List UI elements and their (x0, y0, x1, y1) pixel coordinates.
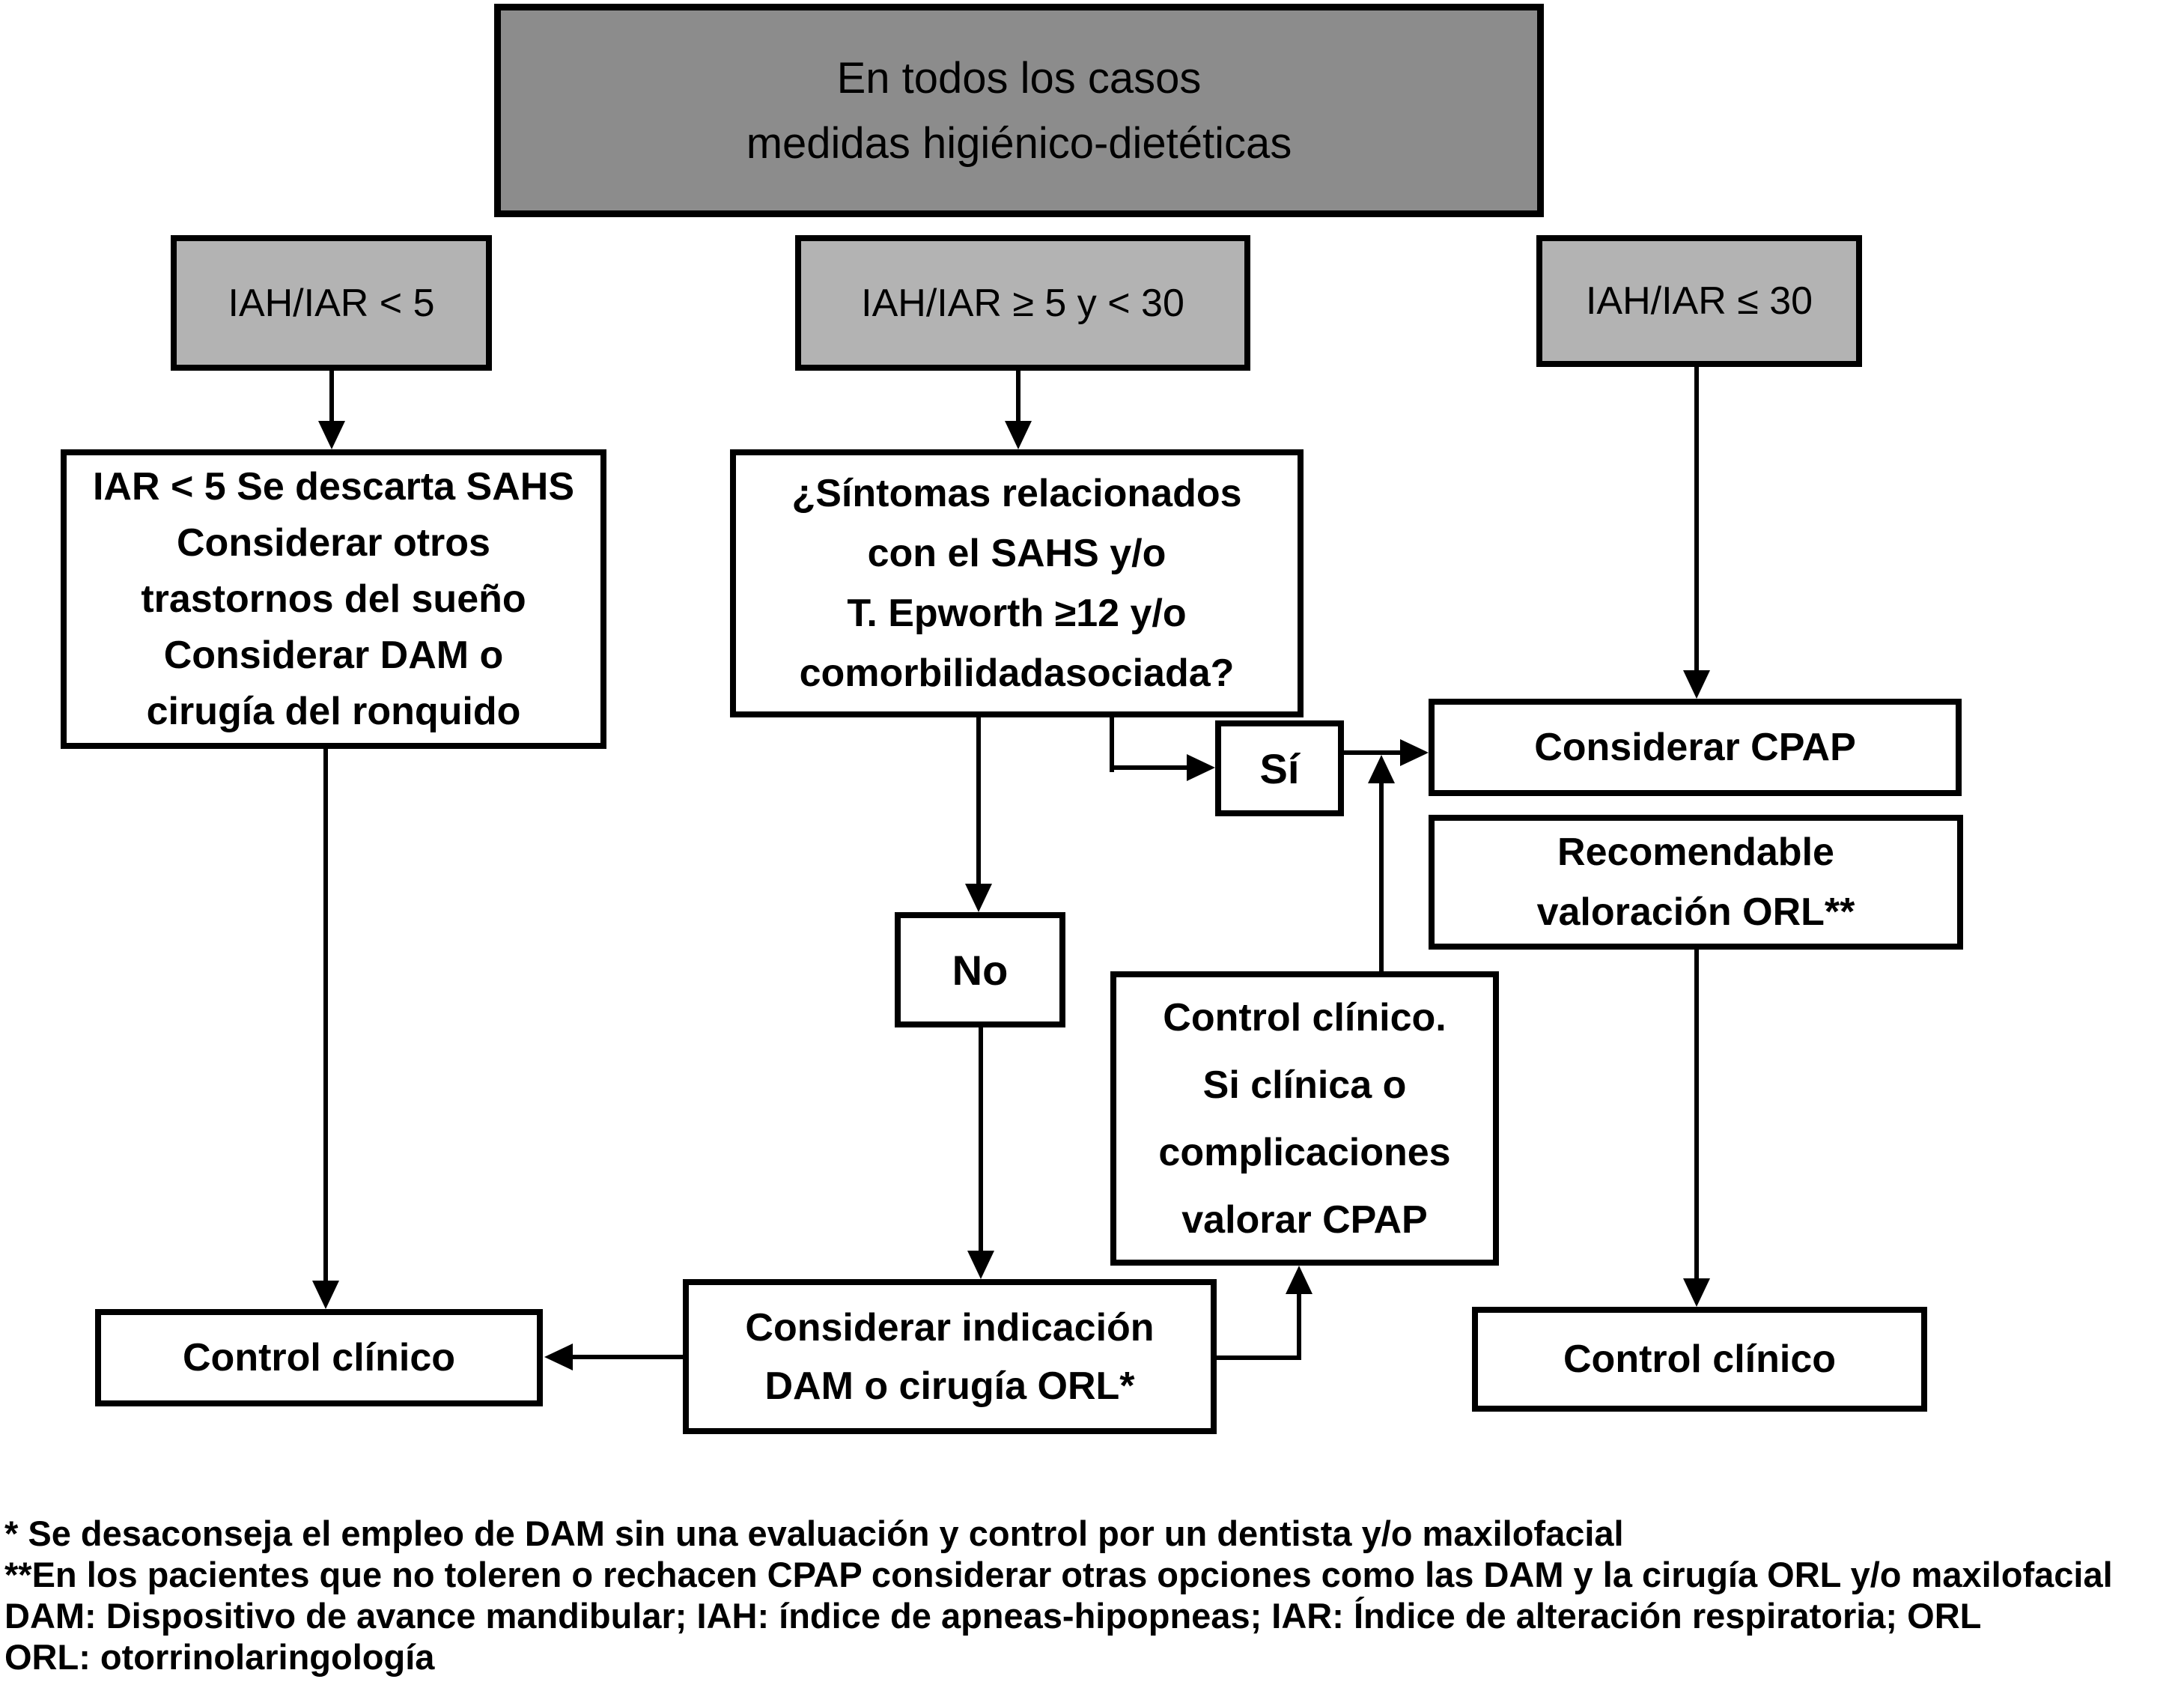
footnote-line: DAM: Dispositivo de avance mandibular; I… (4, 1596, 1982, 1636)
connector-ruleout-controlleft-line (323, 749, 328, 1284)
arrow-up-icon (1368, 755, 1395, 783)
node-iah-le-30: IAH/IAR ≤ 30 (1536, 235, 1862, 367)
arrow-down-icon (312, 1281, 339, 1309)
connector-iahlt5-ruleout-line (329, 371, 334, 423)
node-iah-5-30: IAH/IAR ≥ 5 y < 30 (795, 235, 1250, 371)
arrow-up-icon (1286, 1266, 1312, 1294)
node-rule-out-sahs: IAR < 5 Se descarta SAHS Considerar otro… (61, 449, 606, 749)
connector-symptoms-yes-hline (1110, 765, 1190, 770)
footnotes: * Se desaconseja el empleo de DAM sin un… (4, 1513, 2180, 1678)
arrow-left-icon (544, 1344, 573, 1370)
arrow-down-icon (318, 421, 345, 449)
node-clinical-control-cpap: Control clínico. Si clínica o complicaci… (1110, 971, 1499, 1266)
connector-no-dam-line (979, 1027, 983, 1254)
connector-dam-controlleft-line (569, 1355, 683, 1359)
node-no: No (895, 912, 1065, 1027)
node-iah-lt-5: IAH/IAR < 5 (171, 235, 492, 371)
footnote-line: * Se desaconseja el empleo de DAM sin un… (4, 1514, 1624, 1553)
connector-orl-controlright-line (1694, 950, 1699, 1282)
connector-controlcpap-up-line (1379, 779, 1384, 971)
connector-dam-controlcpap-vline (1297, 1290, 1301, 1358)
connector-dam-controlcpap-hline (1217, 1355, 1301, 1360)
arrow-right-icon (1187, 754, 1215, 781)
arrow-right-icon (1400, 739, 1429, 766)
node-clinical-control-right: Control clínico (1472, 1307, 1927, 1412)
connector-yes-cpap-line (1344, 750, 1404, 755)
footnote-line: ORL: otorrinolaringología (4, 1637, 435, 1677)
arrow-down-icon (965, 884, 992, 912)
node-dam-orl-surgery: Considerar indicación DAM o cirugía ORL* (683, 1279, 1217, 1434)
arrow-down-icon (1005, 421, 1032, 449)
node-yes: Sí (1215, 720, 1344, 816)
footnote-line: **En los pacientes que no toleren o rech… (4, 1555, 2113, 1594)
node-clinical-control-left: Control clínico (95, 1309, 543, 1406)
node-orl-assessment: Recomendable valoración ORL** (1429, 815, 1963, 950)
arrow-down-icon (1683, 1278, 1710, 1307)
connector-iah530-symptoms-line (1016, 371, 1020, 423)
connector-iahle30-cpap-line (1694, 367, 1699, 674)
arrow-down-icon (967, 1251, 994, 1279)
node-all-cases: En todos los casos medidas higiénico-die… (494, 4, 1544, 217)
node-symptoms-question: ¿Síntomas relacionados con el SAHS y/o T… (730, 449, 1304, 717)
connector-symptoms-no-line (976, 717, 981, 887)
node-consider-cpap: Considerar CPAP (1429, 699, 1962, 796)
arrow-down-icon (1683, 670, 1710, 699)
connector-symptoms-yes-vline (1110, 717, 1114, 772)
